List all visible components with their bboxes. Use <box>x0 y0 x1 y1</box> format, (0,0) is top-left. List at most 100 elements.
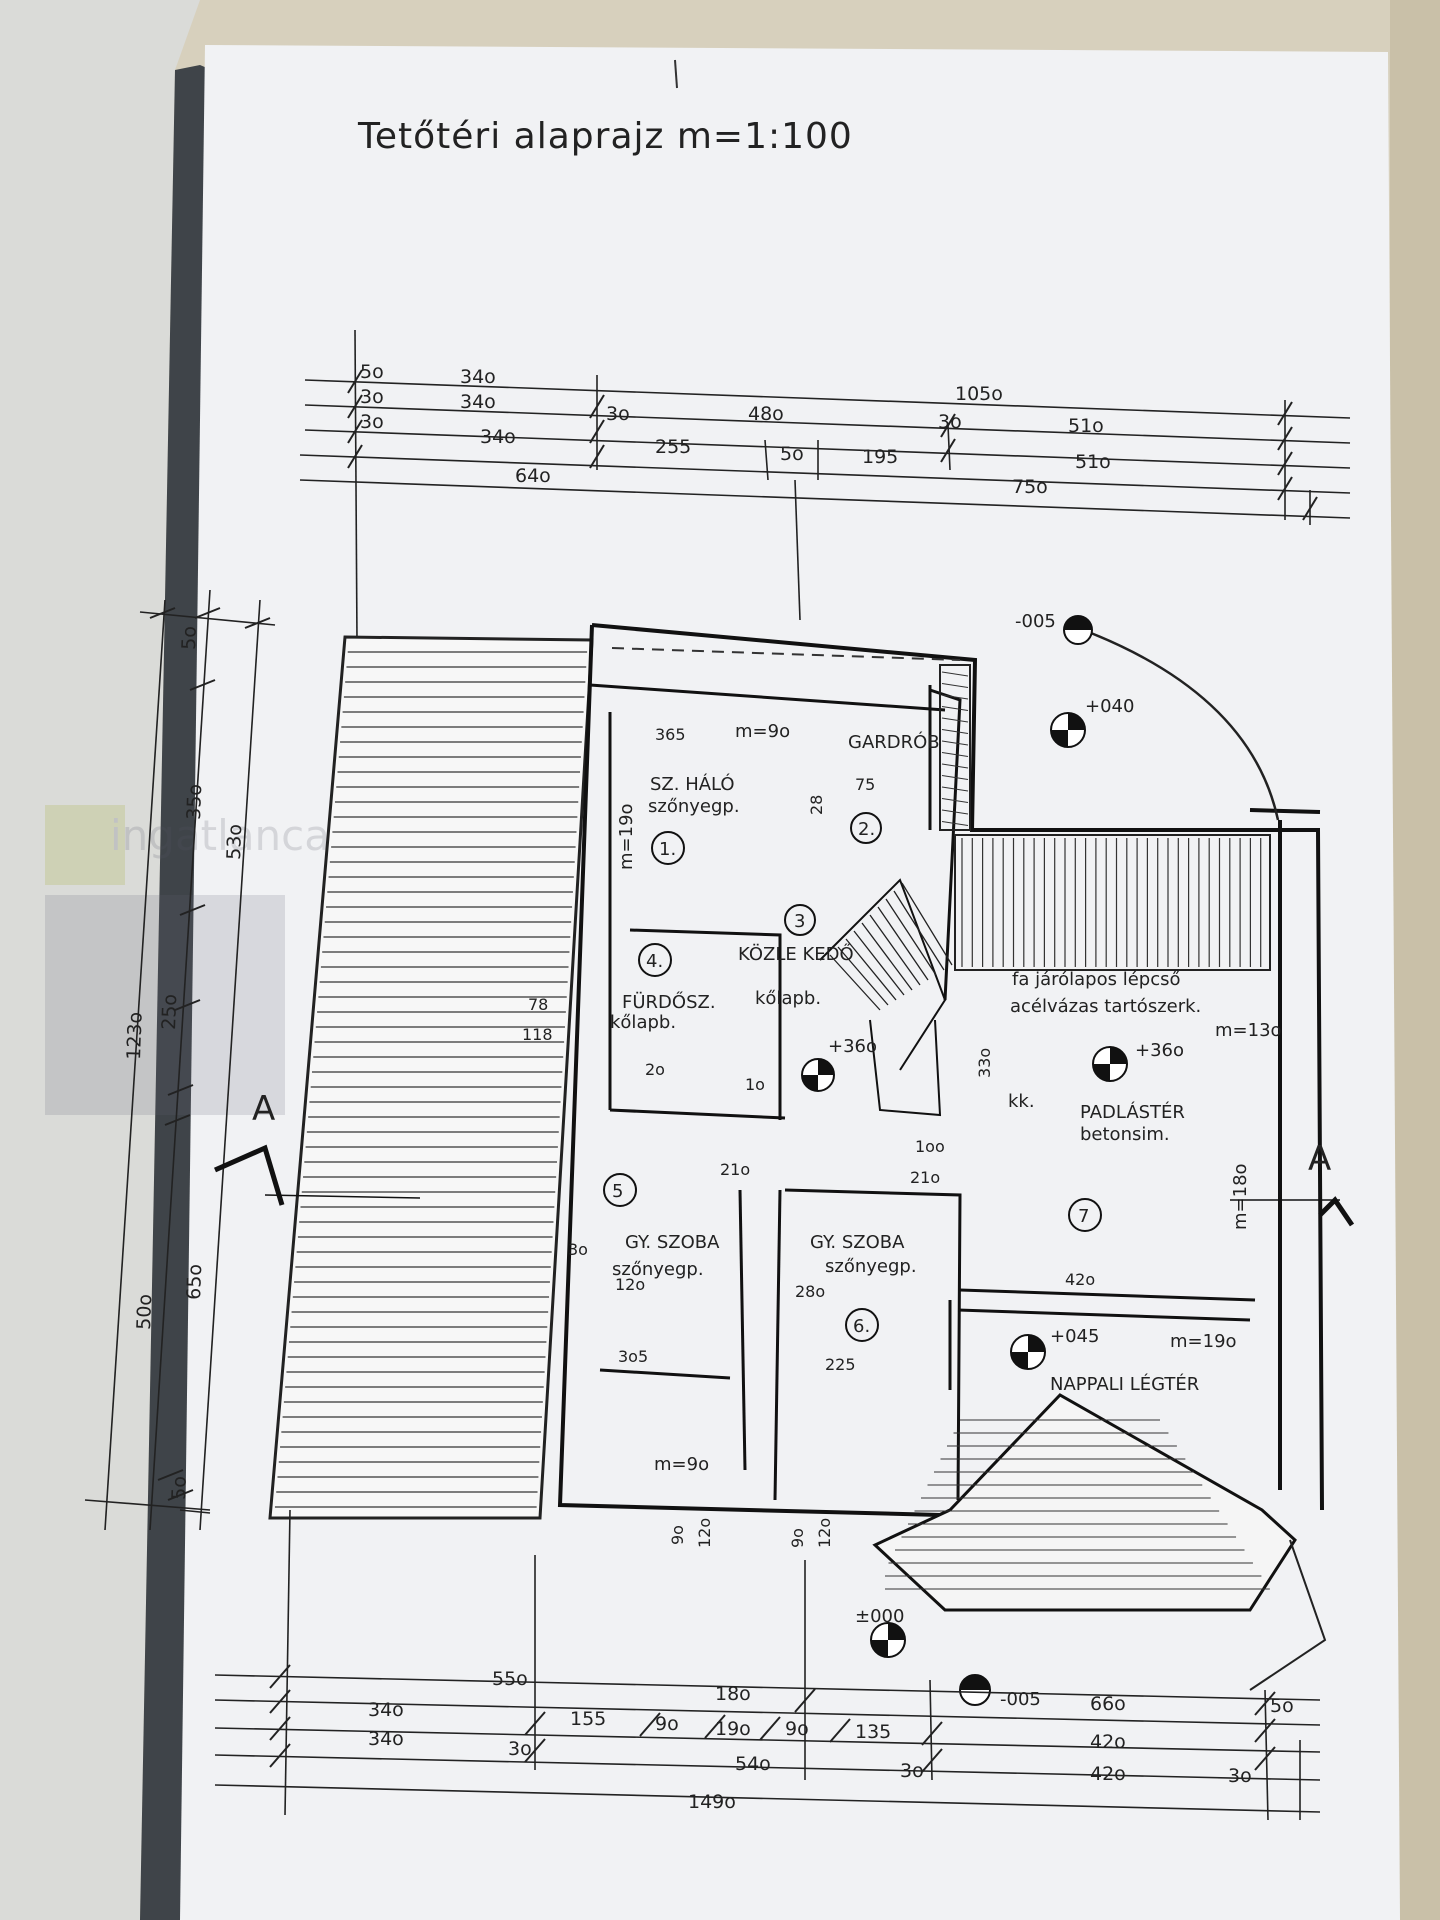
building-walls <box>557 623 1324 1517</box>
dim-left-5: 65o <box>183 1264 206 1301</box>
idim-14: 33o <box>975 1048 994 1078</box>
room-3-name: KÖZLE KEDŐ <box>738 943 854 965</box>
dim-bottom-r2-7: 5o <box>1270 1695 1294 1717</box>
idim-9: 12o <box>615 1275 645 1294</box>
dim-top-r2-0: 3o <box>360 386 384 408</box>
room-1-floor: szőnyegp. <box>648 796 740 817</box>
level-045: +045 <box>1050 1326 1099 1347</box>
nappali-label: NAPPALI LÉGTÉR <box>1050 1373 1199 1395</box>
hatch-line <box>941 717 969 723</box>
level-markers <box>801 615 1128 1706</box>
level-marker-6 <box>959 1674 991 1706</box>
dim-top-r2-3: 51o <box>1068 415 1104 437</box>
dim-bottom-r1-0: 55o <box>492 1668 528 1690</box>
room-4-floor: kőlapb. <box>610 1012 676 1033</box>
hatch-line <box>829 954 881 1011</box>
idim-3: 2o <box>645 1060 665 1079</box>
bottom-dimension-labels: 55o 18o 66o 34o 155 9o 19o 9o 135 42o 5o… <box>368 1668 1294 1813</box>
hatch-line <box>941 763 969 769</box>
dim-bottom-r2-6: 42o <box>1090 1731 1126 1753</box>
idim-4: 1o <box>745 1075 765 1094</box>
watermark-logo: ingatlancafe <box>45 805 371 1115</box>
idim-15: 9o <box>668 1525 687 1545</box>
room-2-number: 2. <box>858 819 875 840</box>
dim-top-r3-3: 255 <box>655 436 691 458</box>
dim-top-r1-2: 105o <box>955 383 1003 405</box>
room-labels: 1. SZ. HÁLÓ szőnyegp. m=19o 2. GARDRÓB 3… <box>610 611 1282 1710</box>
hatch-line <box>941 821 969 826</box>
bottom-dimension-lines <box>214 1509 1321 1821</box>
dim-bottom-r4-0: 149o <box>688 1791 736 1813</box>
level-000: ±000 <box>855 1606 904 1627</box>
idim-17: 9o <box>788 1528 807 1548</box>
hatch-line <box>877 906 929 981</box>
bay-window-roof <box>872 1393 1297 1612</box>
level-marker-4 <box>1010 1334 1046 1370</box>
dim-bottom-r1-1: 18o <box>715 1683 751 1705</box>
room-5-name: GY. SZOBA <box>625 1232 720 1253</box>
interior-walls <box>589 683 1256 1501</box>
idim-1: 75 <box>855 775 875 794</box>
room-5-number: 5 <box>612 1181 623 1202</box>
idim-18: 12o <box>815 1518 834 1548</box>
dim-bottom-r2-1: 155 <box>570 1708 606 1730</box>
dim-left-0: 5o <box>178 626 201 650</box>
idim-20: 1oo <box>915 1137 945 1156</box>
idim-5: 21o <box>720 1160 750 1179</box>
hatch-line <box>885 898 937 976</box>
hatch-line <box>941 671 969 677</box>
idim-16: 12o <box>695 1518 714 1548</box>
hatch-line <box>941 809 969 815</box>
dim-top-r3-7: 51o <box>1075 451 1111 473</box>
dim-top-r3-4: 5o <box>780 443 804 465</box>
dim-left-6: 50o <box>133 1294 156 1331</box>
level-36-center: +36o <box>828 1036 877 1057</box>
dim-left-7: 5o <box>168 1476 191 1500</box>
dim-top-r1-0: 5o <box>360 361 384 383</box>
idim-7: 42o <box>1065 1270 1095 1289</box>
idim-12: 78 <box>528 995 548 1014</box>
top-dimension-lines <box>299 329 1351 1421</box>
stair-note-1: fa járólapos lépcső <box>1012 969 1181 990</box>
room-number-circles <box>603 812 1102 1342</box>
hatch-line <box>861 922 913 991</box>
room-7-name: PADLÁSTÉR <box>1080 1101 1185 1123</box>
dim-bottom-r2-5: 135 <box>855 1721 891 1743</box>
idim-2: 28 <box>807 795 826 815</box>
staircase <box>819 878 947 1117</box>
interior-dimension-labels: 365 75 28 2o 1o 21o 21o 42o 28o 12o 3o5 … <box>522 725 1095 1548</box>
height-m9-top: m=9o <box>735 721 790 742</box>
dim-bottom-r3-1: 3o <box>508 1738 532 1760</box>
idim-10: 3o5 <box>618 1347 648 1366</box>
room-6-name: GY. SZOBA <box>810 1232 905 1253</box>
level-marker-7 <box>1063 615 1093 645</box>
roof-hatch-lines <box>274 651 588 1508</box>
level-marker-2 <box>1092 1046 1128 1082</box>
plan-title: Tetőtéri alaprajz m=1:100 <box>357 116 853 157</box>
room-6-number: 6. <box>853 1316 870 1337</box>
dim-bottom-r2-3: 19o <box>715 1718 751 1740</box>
level-marker-1 <box>1050 712 1086 748</box>
section-marks: A A <box>213 1089 1355 1227</box>
hatch-line <box>941 798 969 803</box>
room-1-number: 1. <box>659 839 676 860</box>
hatch-line <box>941 775 969 780</box>
idim-0: 365 <box>655 725 686 744</box>
left-dimension-ticks <box>149 607 271 1501</box>
room-3-number: 3 <box>794 911 805 932</box>
level-marker-5 <box>870 1622 906 1658</box>
hatch-line <box>845 938 897 1001</box>
roof-strip-right <box>954 834 1271 971</box>
dim-bottom-r2-2: 9o <box>655 1713 679 1735</box>
room-1-name: SZ. HÁLÓ <box>650 773 735 795</box>
room-4-number: 4. <box>646 951 663 972</box>
room-7-floor: betonsim. <box>1080 1124 1170 1145</box>
idim-19: 3o <box>568 1240 588 1259</box>
section-mark-left: A <box>252 1089 275 1129</box>
roof-strip-hatch <box>961 838 1262 967</box>
dim-left-2: 53o <box>223 824 246 861</box>
hatch-line <box>853 930 905 996</box>
dim-bottom-r2-0: 34o <box>368 1699 404 1721</box>
